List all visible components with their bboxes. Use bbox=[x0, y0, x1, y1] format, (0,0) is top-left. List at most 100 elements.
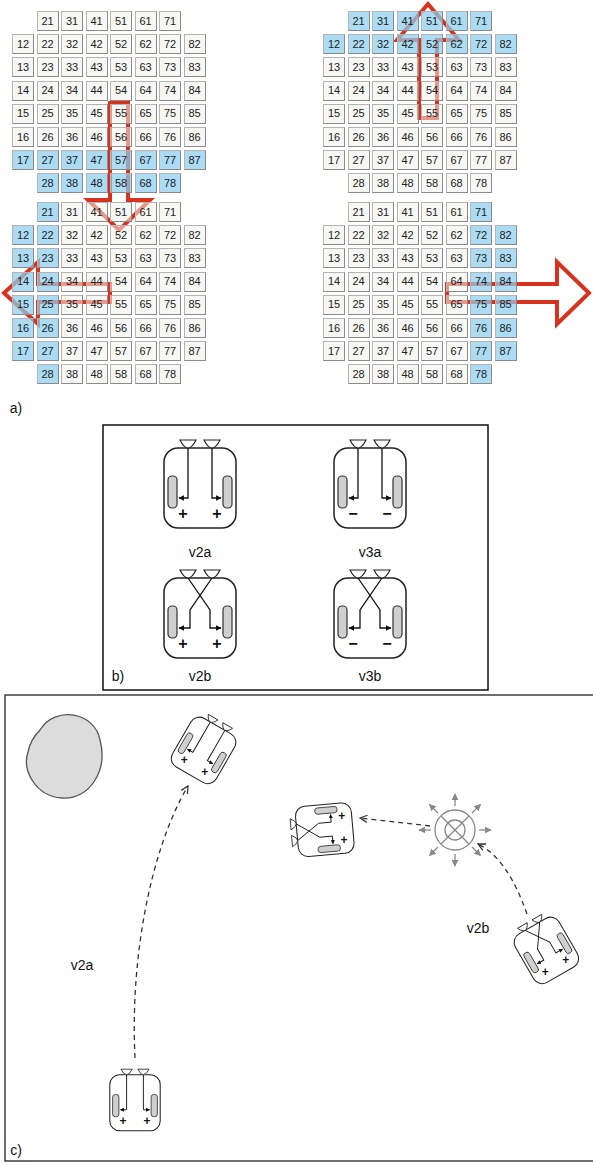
electrode-cell: 36 bbox=[61, 127, 83, 147]
electrode-cell: 31 bbox=[372, 202, 394, 222]
electrode-cell: 44 bbox=[86, 81, 108, 101]
cell-number: 76 bbox=[475, 132, 487, 143]
electrode-cell: 63 bbox=[446, 248, 468, 268]
panel-label: v2a bbox=[71, 958, 94, 972]
cell-number: 86 bbox=[188, 132, 200, 143]
electrode-cell: 58 bbox=[421, 364, 443, 384]
electrode-cell: 52 bbox=[110, 225, 132, 245]
cell-number: 63 bbox=[450, 253, 462, 264]
cell-number: 64 bbox=[139, 85, 151, 96]
electrode-cell: 31 bbox=[372, 11, 394, 31]
electrode-cell: 43 bbox=[397, 248, 419, 268]
electrode-cell: 25 bbox=[37, 104, 59, 124]
electrode-cell: 21 bbox=[348, 202, 370, 222]
electrode-cell: 41 bbox=[86, 11, 108, 31]
electrode-cell: 66 bbox=[135, 127, 157, 147]
electrode-cell: 86 bbox=[495, 318, 517, 338]
electrode-cell: 67 bbox=[135, 341, 157, 361]
cell-number: 87 bbox=[499, 346, 511, 357]
light-source bbox=[419, 794, 491, 866]
electrode-cell: 54 bbox=[110, 81, 132, 101]
electrode-cell: 62 bbox=[446, 34, 468, 54]
electrode-cell: 32 bbox=[372, 34, 394, 54]
electrode-cell: 45 bbox=[86, 104, 108, 124]
cell-number: 74 bbox=[475, 276, 487, 287]
cell-number: 28 bbox=[41, 369, 53, 380]
electrode-cell: 72 bbox=[470, 225, 492, 245]
cell-number: 34 bbox=[66, 85, 78, 96]
electrode-cell: 47 bbox=[86, 341, 108, 361]
cell-number: 32 bbox=[66, 230, 78, 241]
electrode-cell: 22 bbox=[37, 34, 59, 54]
cell-number: 38 bbox=[66, 369, 78, 380]
cell-number: 31 bbox=[66, 207, 78, 218]
electrode-cell: 45 bbox=[397, 295, 419, 315]
electrode-cell: 82 bbox=[184, 34, 206, 54]
electrode-cell: 54 bbox=[421, 81, 443, 101]
polarity-sign: + bbox=[562, 954, 569, 966]
cell-number: 31 bbox=[377, 16, 389, 27]
cell-number: 42 bbox=[90, 39, 102, 50]
electrode-cell: 33 bbox=[372, 248, 394, 268]
cell-number: 61 bbox=[450, 16, 462, 27]
cell-number: 53 bbox=[426, 253, 438, 264]
cell-number: 67 bbox=[139, 155, 151, 166]
electrode-cell: 22 bbox=[37, 225, 59, 245]
cell-number: 17 bbox=[328, 155, 340, 166]
cell-number: 65 bbox=[450, 108, 462, 119]
electrode-cell: 35 bbox=[372, 104, 394, 124]
cell-number: 78 bbox=[475, 369, 487, 380]
cell-number: 57 bbox=[426, 155, 438, 166]
cell-number: 24 bbox=[352, 276, 364, 287]
electrode-cell: 42 bbox=[397, 225, 419, 245]
electrode-cell: 82 bbox=[495, 225, 517, 245]
electrode-cell: 57 bbox=[421, 150, 443, 170]
cell-number: 33 bbox=[377, 62, 389, 73]
cell-number: 42 bbox=[90, 230, 102, 241]
electrode-cell: 34 bbox=[372, 272, 394, 292]
cell-number: 48 bbox=[90, 369, 102, 380]
electrode-cell: 72 bbox=[159, 34, 181, 54]
electrode-cell: 67 bbox=[446, 150, 468, 170]
electrode-cell: 15 bbox=[323, 104, 345, 124]
electrode-cell: 33 bbox=[61, 248, 83, 268]
electrode-cell: 57 bbox=[421, 341, 443, 361]
electrode-cell: 22 bbox=[348, 34, 370, 54]
electrode-cell: 14 bbox=[12, 81, 34, 101]
cell-number: 82 bbox=[499, 39, 511, 50]
electrode-cell: 21 bbox=[348, 11, 370, 31]
polarity-sign: + bbox=[201, 766, 208, 778]
cell-number: 73 bbox=[164, 253, 176, 264]
cell-number: 17 bbox=[17, 346, 29, 357]
electrode-cell: 68 bbox=[135, 364, 157, 384]
vehicle bbox=[334, 440, 406, 528]
cell-number: 27 bbox=[352, 155, 364, 166]
electrode-cell: 15 bbox=[323, 295, 345, 315]
cell-number: 51 bbox=[426, 16, 438, 27]
cell-number: 21 bbox=[352, 16, 364, 27]
cell-number: 46 bbox=[401, 323, 413, 334]
electrode-cell: 24 bbox=[348, 81, 370, 101]
electrode-cell: 17 bbox=[12, 150, 34, 170]
cell-number: 57 bbox=[115, 346, 127, 357]
cell-number: 45 bbox=[401, 108, 413, 119]
cell-number: 58 bbox=[115, 178, 127, 189]
cell-number: 41 bbox=[90, 207, 102, 218]
cell-number: 55 bbox=[115, 108, 127, 119]
electrode-cell: 51 bbox=[421, 202, 443, 222]
cell-number: 28 bbox=[352, 178, 364, 189]
panel-label: v2b bbox=[467, 921, 490, 935]
electrode-cell: 23 bbox=[348, 57, 370, 77]
cell-number: 82 bbox=[499, 230, 511, 241]
cell-number: 22 bbox=[41, 230, 53, 241]
panel-label: v2b bbox=[189, 669, 212, 683]
electrode-cell: 75 bbox=[159, 295, 181, 315]
cell-number: 25 bbox=[41, 299, 53, 310]
cell-number: 15 bbox=[17, 108, 29, 119]
cell-number: 64 bbox=[139, 276, 151, 287]
cell-number: 44 bbox=[401, 276, 413, 287]
electrode-cell: 54 bbox=[110, 272, 132, 292]
cell-number: 63 bbox=[139, 253, 151, 264]
electrode-cell: 68 bbox=[446, 173, 468, 193]
electrode-cell: 78 bbox=[470, 364, 492, 384]
